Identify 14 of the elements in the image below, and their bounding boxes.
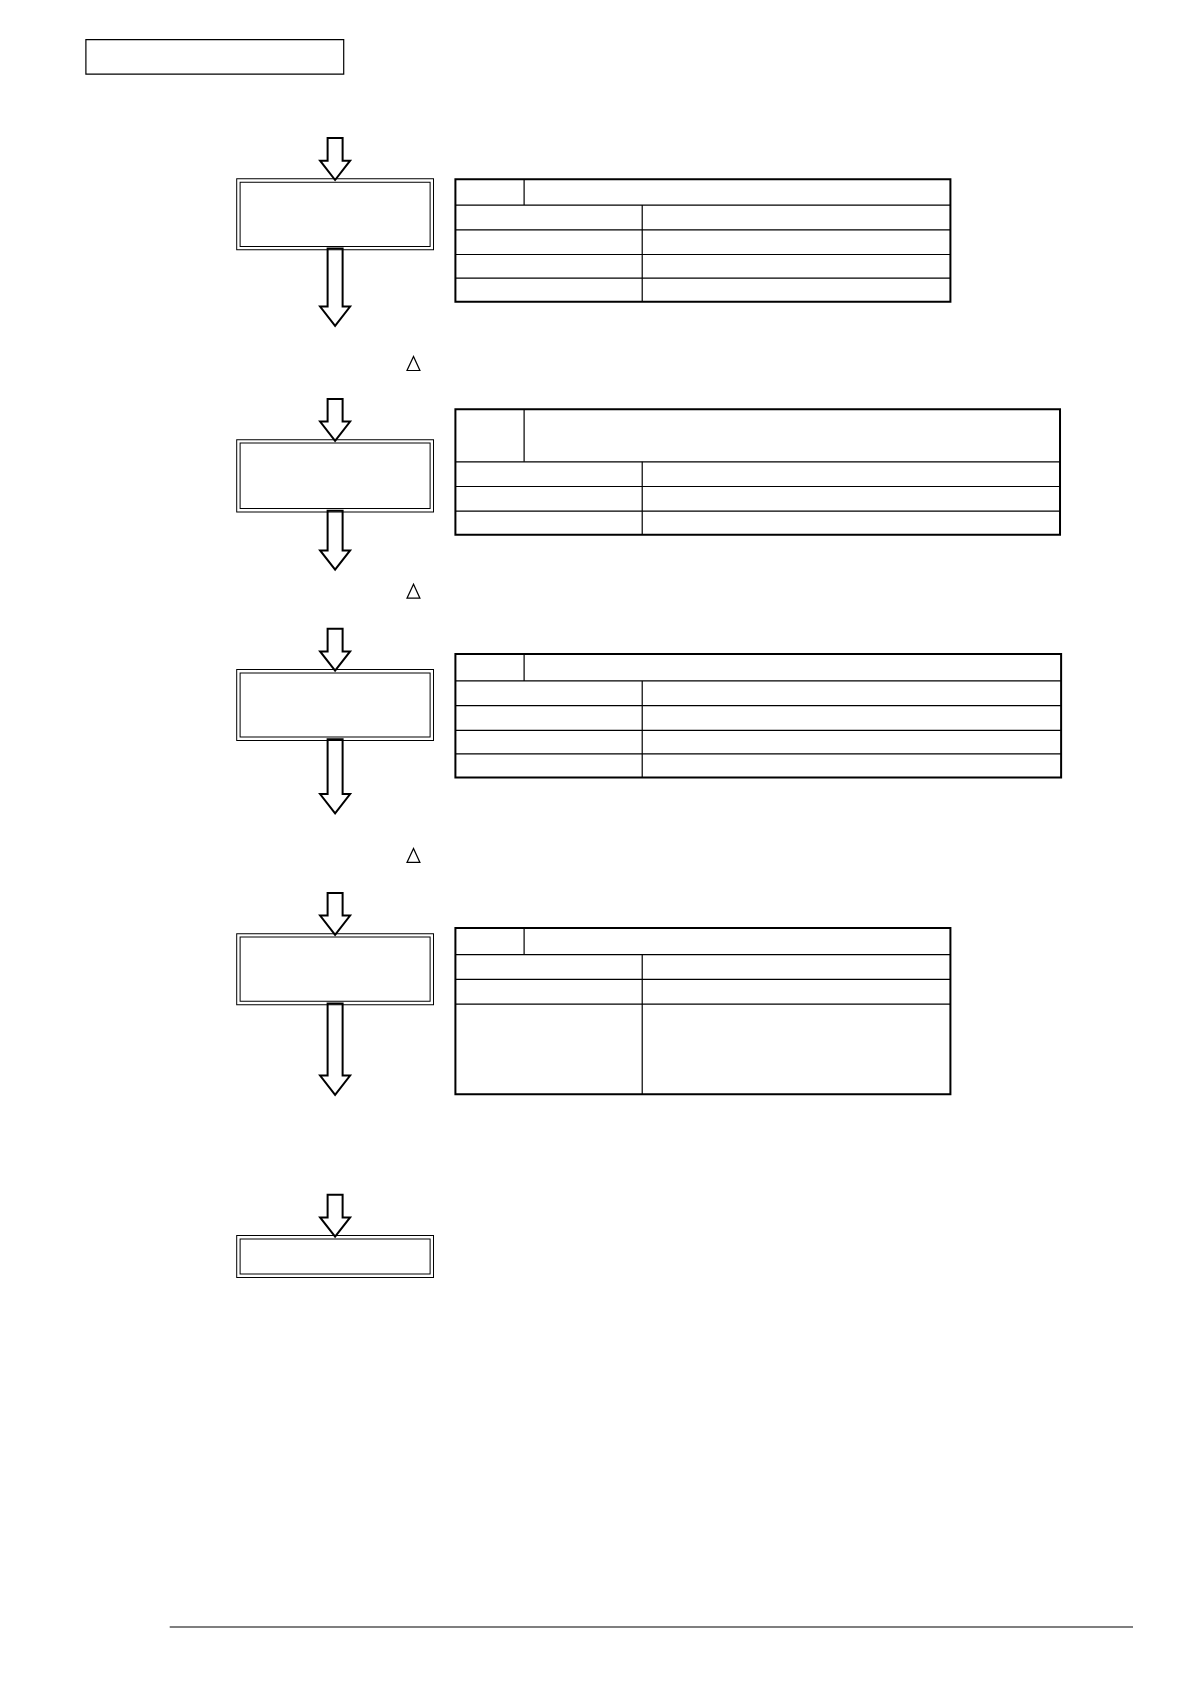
block-arrow: [318, 137, 353, 182]
display-box: [236, 669, 434, 741]
display-box: [236, 1235, 434, 1278]
display-box: [236, 933, 434, 1006]
block-arrow: [318, 509, 353, 572]
block-arrow: [318, 1193, 353, 1239]
block-arrow: [318, 627, 353, 673]
block-arrow: [318, 738, 353, 816]
block-arrow: [318, 1002, 353, 1097]
display-box: [236, 439, 434, 513]
block-arrow: [318, 398, 353, 443]
display-box: [236, 178, 434, 251]
block-arrow: [318, 892, 353, 937]
block-arrow: [318, 247, 353, 328]
